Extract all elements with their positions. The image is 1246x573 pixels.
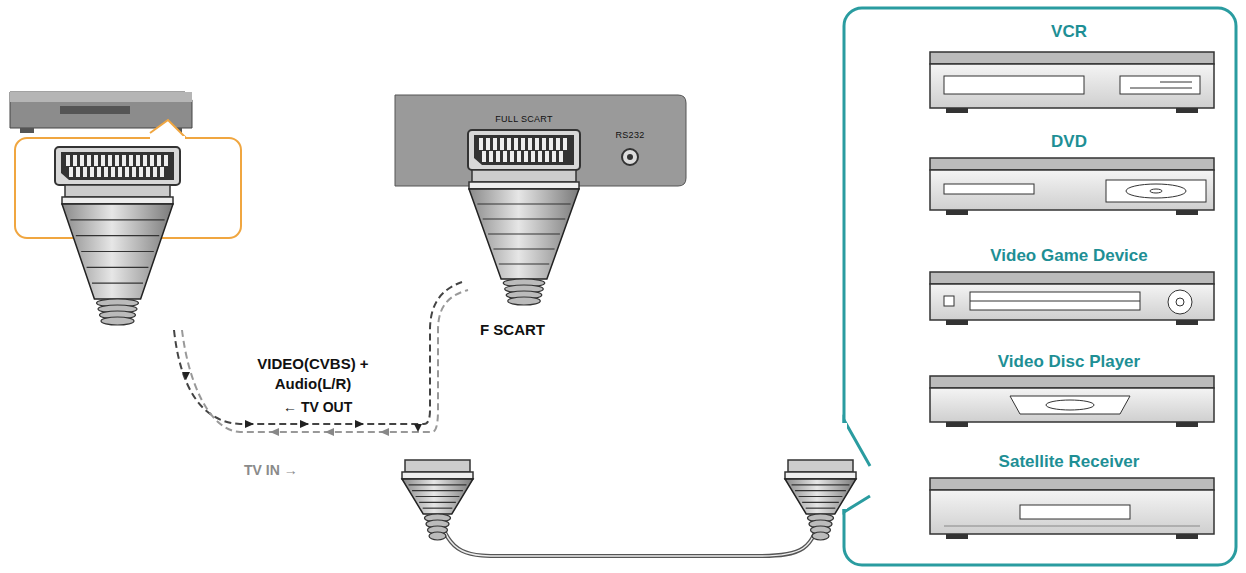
tv-rear-panel: FULL SCART RS232 <box>395 95 686 186</box>
device-name: VCR <box>900 20 1238 44</box>
signal-label: VIDEO(CVBS) + Audio(L/R) <box>243 354 383 395</box>
device-label-group: Video Disc Player <box>900 350 1238 374</box>
device-name: Video Disc Player <box>900 350 1238 374</box>
device-label-group: VCR <box>900 20 1238 44</box>
device-name: Satellite Receiver <box>900 450 1238 474</box>
signal-label: TV IN → <box>244 461 298 480</box>
signal-label: ← TV OUT <box>283 398 352 417</box>
signal-cable <box>174 282 468 432</box>
connector-name: F SCART <box>480 320 545 340</box>
device-panel <box>838 8 1236 565</box>
scart-plugs <box>55 130 856 540</box>
port-label: FULL SCART <box>495 114 553 124</box>
device-name: Video Game Device <box>900 244 1238 268</box>
inset-callout <box>15 120 241 238</box>
device-label-group: DVD <box>900 130 1238 154</box>
device-name: DVD <box>900 130 1238 154</box>
tv-rear-panel <box>395 95 686 186</box>
port-label: RS232 <box>615 130 644 140</box>
scart-cable <box>438 512 820 556</box>
device-label-group: Video Game Device <box>900 244 1238 268</box>
scart-cable-highlight <box>438 512 820 556</box>
device-label-group: Satellite Receiver <box>900 450 1238 474</box>
